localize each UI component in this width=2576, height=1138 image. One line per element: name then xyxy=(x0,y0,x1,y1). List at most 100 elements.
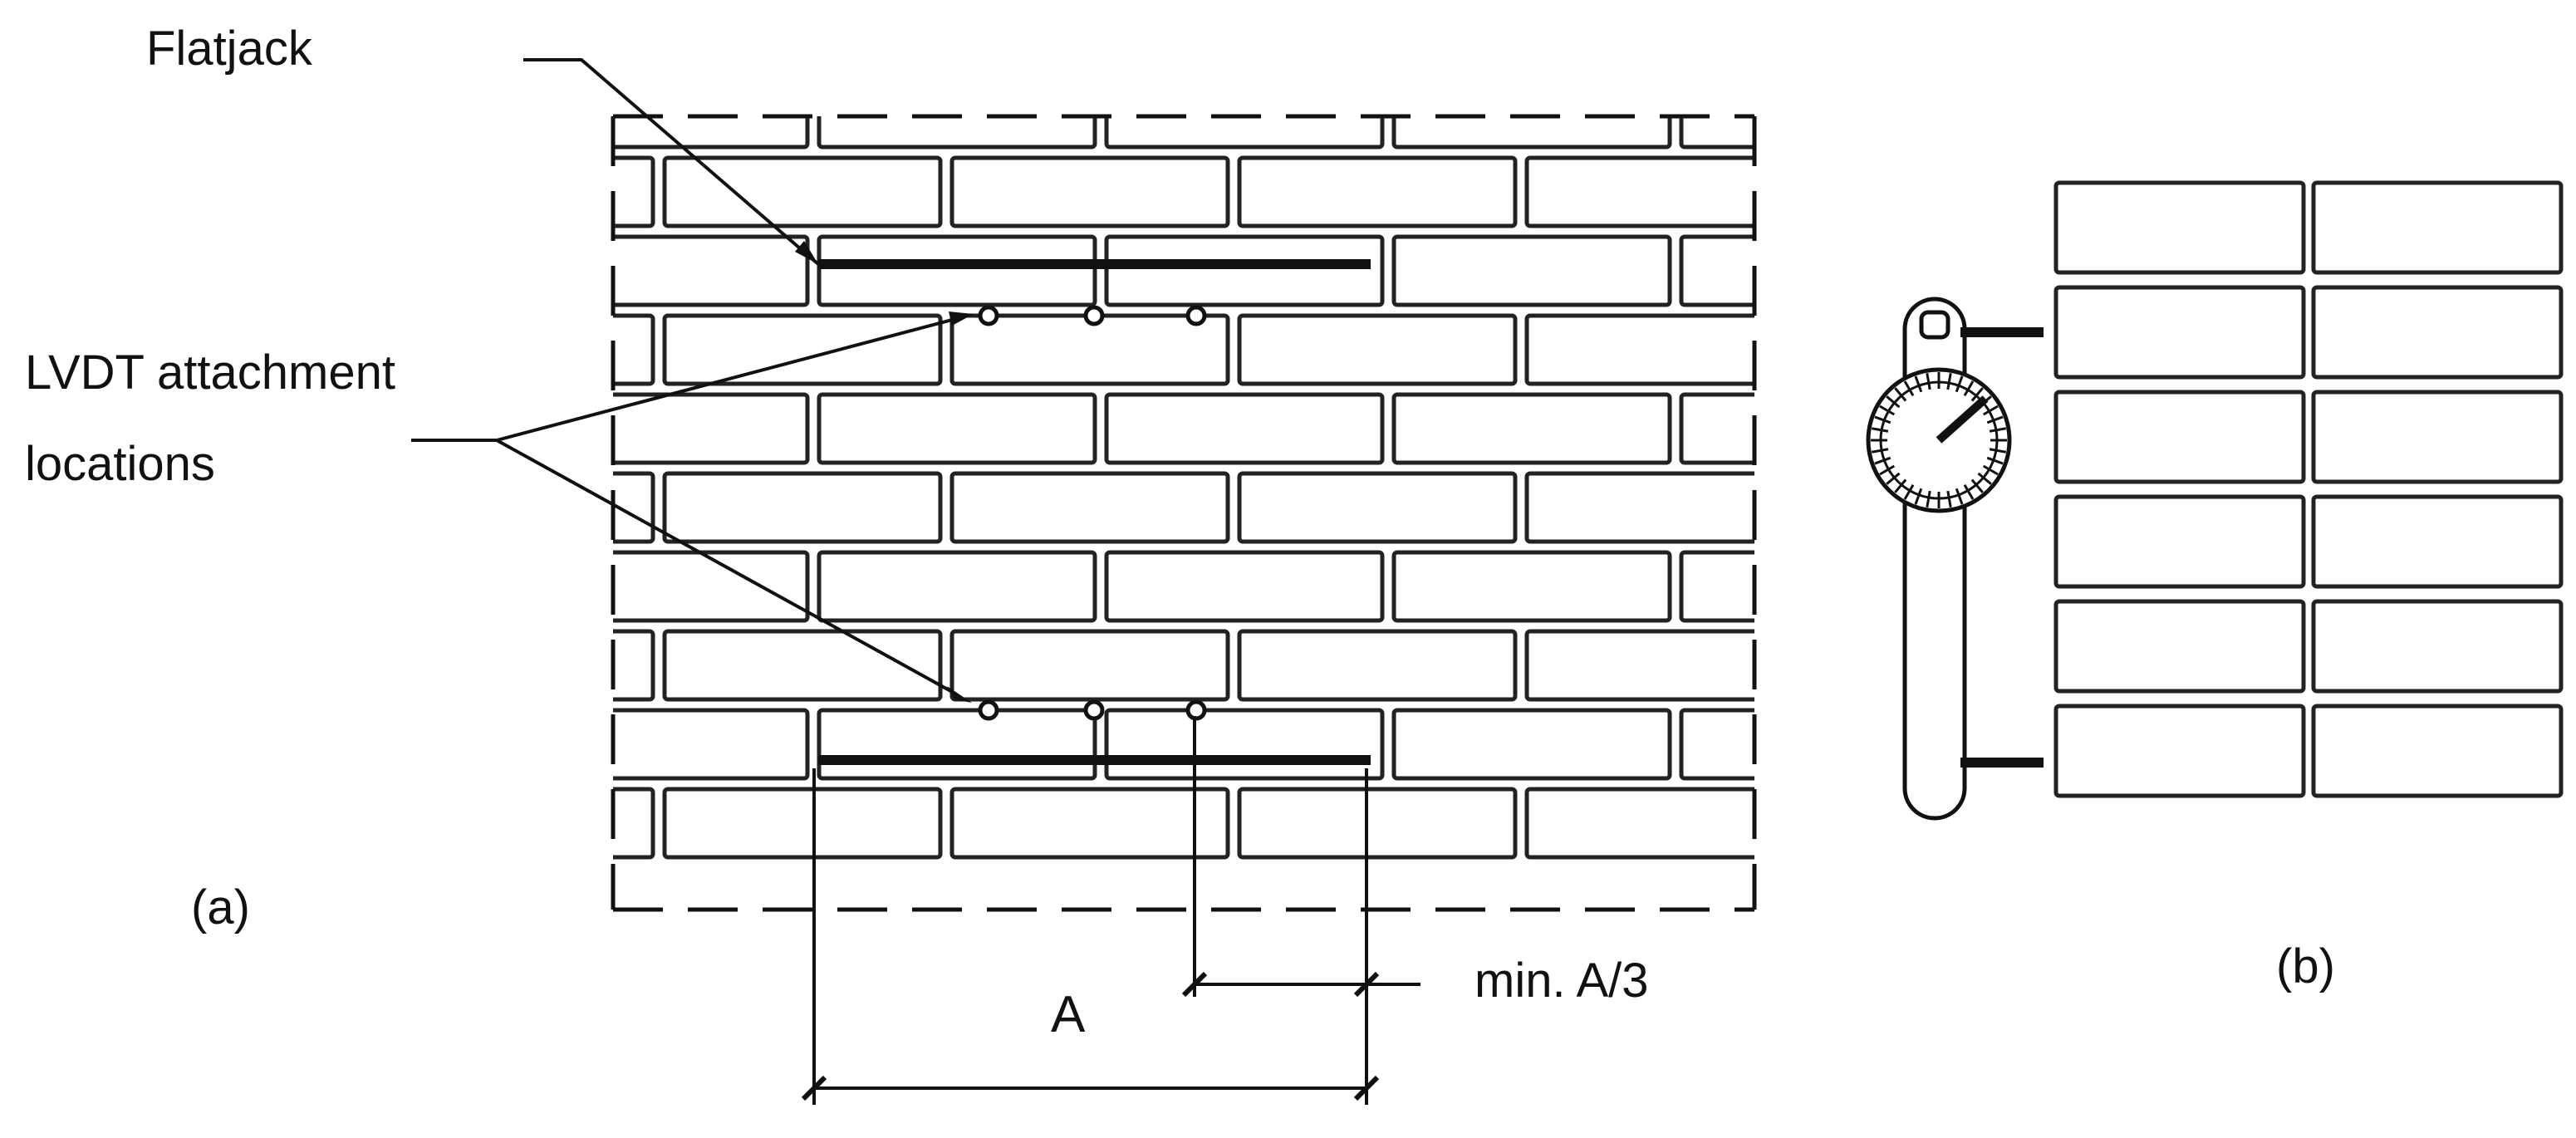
brick xyxy=(0,789,78,857)
brick xyxy=(1104,550,1385,623)
dial-tick xyxy=(1963,380,1975,397)
dial-gauge-icon xyxy=(1866,297,2044,821)
dial-tick xyxy=(1970,478,1984,493)
brick xyxy=(1104,116,1385,150)
brick xyxy=(0,631,78,699)
brick xyxy=(613,392,810,465)
brick xyxy=(613,787,655,860)
dial-tick xyxy=(1989,427,2007,433)
dial-tick xyxy=(1955,488,1964,505)
brick xyxy=(1391,550,1672,623)
dial-tick xyxy=(1894,478,1907,493)
dial-tick xyxy=(1871,448,1889,454)
arrowhead-icon xyxy=(795,241,818,264)
brick xyxy=(817,392,1097,465)
brick-wall-b xyxy=(2053,180,2564,798)
dial-tick xyxy=(1886,472,1901,485)
dial-tick xyxy=(1955,375,1964,393)
lvdt-label-line1: LVDT attachment xyxy=(25,346,395,400)
dial-tick xyxy=(1894,387,1907,402)
dial-tick xyxy=(1970,387,1984,402)
lvdt-point xyxy=(1185,305,1207,326)
dimension-tick xyxy=(1181,971,1208,998)
brick xyxy=(90,789,366,857)
brick xyxy=(817,116,1097,150)
dimension-min-label: min. A/3 xyxy=(1474,954,1649,1008)
brick xyxy=(2311,390,2564,484)
brick xyxy=(662,787,943,860)
brick xyxy=(2311,180,2564,275)
brick xyxy=(1237,471,1518,544)
brick xyxy=(662,629,943,702)
dial-tick xyxy=(1871,427,1889,433)
dial-tick xyxy=(1903,380,1915,397)
brick xyxy=(0,710,233,778)
dial-tick xyxy=(1989,448,2007,454)
dial-tick xyxy=(1879,464,1896,476)
brick xyxy=(613,471,655,544)
dimension-tick xyxy=(1353,1075,1380,1101)
brick xyxy=(613,116,810,150)
dial-tick xyxy=(1963,483,1975,500)
dial-tick xyxy=(1946,372,1952,390)
brick xyxy=(949,313,1230,386)
brick xyxy=(1104,708,1385,781)
arrowhead-icon xyxy=(949,311,974,326)
brick xyxy=(2311,599,2564,694)
brick xyxy=(949,629,1230,702)
brick xyxy=(1237,313,1518,386)
brick xyxy=(244,395,520,463)
brick xyxy=(0,237,233,305)
lvdt-points-top xyxy=(978,305,1207,326)
brick xyxy=(662,155,943,228)
dial-tick xyxy=(1986,415,2004,424)
dial-tick xyxy=(1946,490,1952,508)
brick xyxy=(613,629,655,702)
brick xyxy=(613,550,810,623)
dial-tick xyxy=(1874,415,1892,424)
arrowhead-icon xyxy=(947,686,972,703)
brick xyxy=(1237,155,1518,228)
brick xyxy=(2053,494,2306,589)
dial-tick xyxy=(1977,472,1992,485)
brick xyxy=(1679,708,1754,781)
dial-tick xyxy=(1926,372,1931,390)
dimension-a-label: A xyxy=(1051,986,1086,1043)
brick xyxy=(90,158,366,226)
panel-b-label: (b) xyxy=(2276,939,2335,993)
brick xyxy=(817,234,1097,307)
dial-tick xyxy=(1874,456,1892,465)
brick xyxy=(244,79,520,147)
brick xyxy=(1391,234,1672,307)
dial-tick xyxy=(1886,395,1901,409)
lvdt-point xyxy=(1083,699,1105,721)
brick xyxy=(613,313,655,386)
brick xyxy=(0,158,78,226)
dimension-min-a3 xyxy=(1181,716,1420,998)
brick xyxy=(1524,471,1754,544)
brick xyxy=(1391,392,1672,465)
brick xyxy=(2311,494,2564,589)
brick xyxy=(662,313,943,386)
wall-a-borders xyxy=(611,114,1757,912)
lvdt-point xyxy=(978,305,999,326)
brick xyxy=(1524,313,1754,386)
brick xyxy=(1679,234,1754,307)
brick xyxy=(613,155,655,228)
brick xyxy=(2053,180,2306,275)
brick xyxy=(1524,787,1754,860)
dial-tick xyxy=(1982,405,1999,416)
dial-tick xyxy=(1914,375,1923,393)
flatjack-label: Flatjack xyxy=(146,22,313,76)
brick xyxy=(0,552,233,621)
brick xyxy=(2053,390,2306,484)
brick xyxy=(1524,155,1754,228)
dial-tick xyxy=(1879,405,1896,416)
brick xyxy=(1391,116,1672,150)
dial-tick xyxy=(1914,488,1923,505)
lvdt-leader xyxy=(411,311,974,703)
brick xyxy=(2053,599,2306,694)
dial-tick xyxy=(1926,490,1931,508)
